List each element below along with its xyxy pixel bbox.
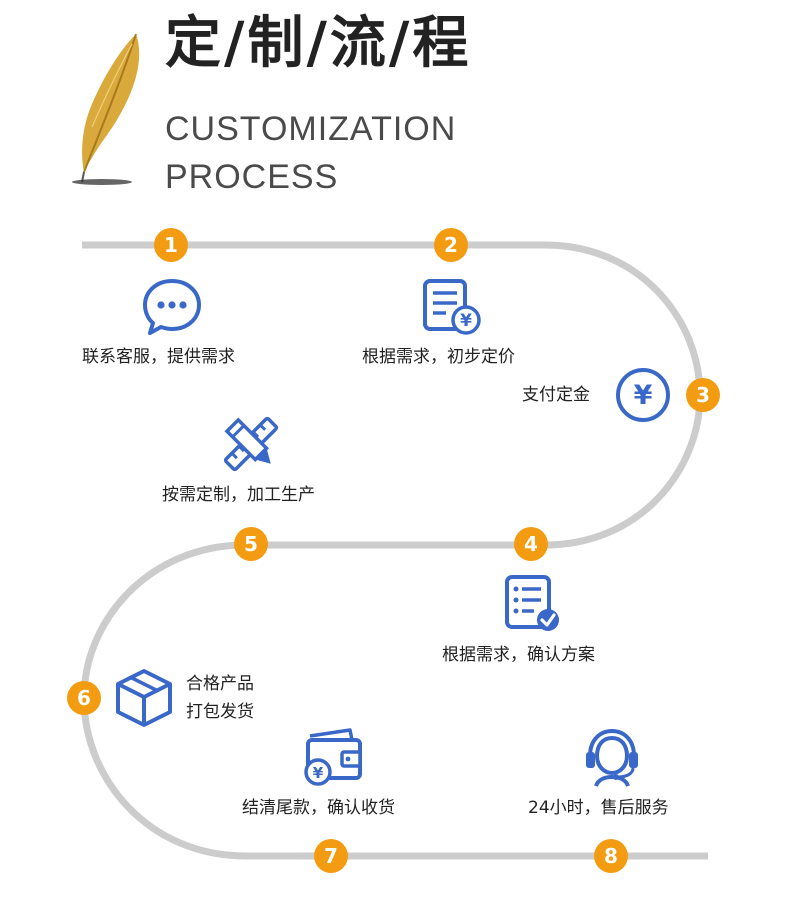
- checklist-document-icon: [505, 575, 559, 631]
- step-label-3: 支付定金: [522, 385, 590, 405]
- step-label-6-line1: 合格产品: [186, 674, 254, 694]
- svg-text:¥: ¥: [460, 311, 472, 331]
- step-label-1: 联系客服，提供需求: [82, 347, 235, 367]
- svg-text:¥: ¥: [313, 764, 324, 782]
- page-subtitle-line2: PROCESS: [165, 158, 339, 196]
- quill-feather-icon: [72, 33, 140, 185]
- step-label-4: 根据需求，确认方案: [442, 645, 595, 665]
- chat-bubble-icon: [143, 279, 201, 335]
- package-box-icon: [116, 669, 172, 727]
- step-label-7: 结清尾款，确认收货: [242, 798, 395, 818]
- step-label-5: 按需定制，加工生产: [162, 485, 315, 505]
- step-label-6-line2: 打包发货: [186, 702, 254, 722]
- wallet-icon: ¥: [304, 728, 362, 786]
- page-title: 定/制/流/程: [165, 11, 472, 76]
- step-label-8: 24小时，售后服务: [528, 798, 669, 818]
- headset-support-icon: [586, 728, 638, 787]
- page-subtitle-line1: CUSTOMIZATION: [165, 110, 457, 148]
- step-badge-7: 7: [314, 839, 348, 873]
- step-badge-2: 2: [434, 228, 468, 262]
- yuan-circle-icon: ¥: [616, 368, 670, 422]
- svg-text:¥: ¥: [634, 380, 653, 411]
- step-badge-1: 1: [154, 228, 188, 262]
- pencil-ruler-icon: [223, 416, 279, 472]
- step-label-2: 根据需求，初步定价: [362, 347, 515, 367]
- step-badge-5: 5: [234, 527, 268, 561]
- step-badge-3: 3: [686, 378, 720, 412]
- step-label-6: 合格产品 打包发货: [186, 670, 254, 726]
- price-document-icon: ¥: [423, 279, 481, 335]
- step-badge-4: 4: [514, 527, 548, 561]
- step-badge-8: 8: [594, 839, 628, 873]
- step-badge-6: 6: [67, 681, 101, 715]
